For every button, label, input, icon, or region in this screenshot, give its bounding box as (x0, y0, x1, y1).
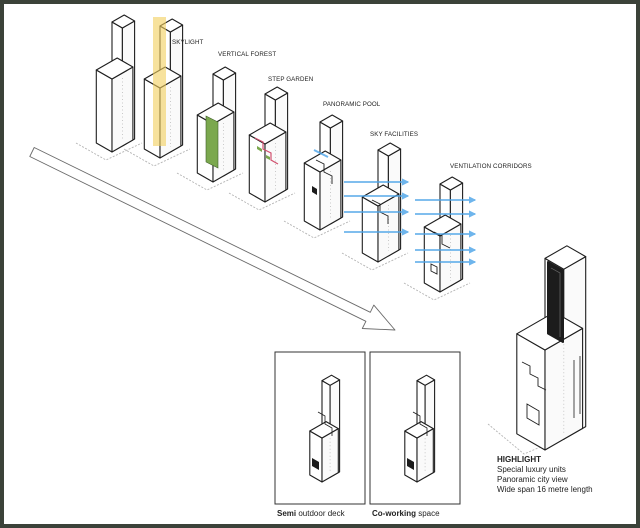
label-step-garden: STEP GARDEN (268, 76, 313, 83)
panel-caption-co-working-space: Co-working space (372, 509, 440, 519)
semi-outdoor-deck-marker (312, 458, 319, 470)
ground-shadow (403, 282, 471, 301)
arrow-outline (29, 147, 396, 331)
highlight-title: HIGHLIGHT (497, 455, 541, 464)
tower-base-upper-block-top-face (111, 14, 136, 29)
co-working-space-marker (407, 458, 414, 470)
tower-vertical-forest (196, 66, 237, 183)
tower-panoramic-pool-lower-block-top-face (303, 150, 342, 173)
highlight-tower-terraces (521, 361, 547, 391)
highlight-tower-lower-block-left-face (516, 333, 546, 451)
tower-skylight (143, 17, 184, 159)
highlight-tower-opening (526, 403, 540, 426)
caption-bold-word: Semi (277, 509, 297, 518)
highlight-item: Wide span 16 metre length (497, 485, 593, 494)
tower-sky-facilities-upper-block-top-face (377, 142, 402, 157)
ground-shadow (283, 220, 351, 239)
panel-tower-semi-outdoor-deck (309, 374, 341, 483)
ground-shadow (341, 252, 409, 271)
ground-shadow (228, 192, 296, 211)
caption-rest: outdoor deck (298, 509, 345, 518)
panel-tower-semi-outdoor-deck-upper-block-top-face (321, 374, 341, 386)
tower-base (95, 14, 136, 153)
step-garden-planting (266, 155, 270, 160)
tower-sky-facilities-lower-block-left-face (361, 196, 379, 263)
tower-panoramic-pool (303, 114, 344, 231)
panel-tower-cutout (412, 411, 428, 436)
panel-tower-co-working-space-upper-block-top-face (416, 374, 436, 386)
tower-ventilation-corridors-lower-block-top-face (423, 214, 462, 237)
ground-shadow (75, 142, 143, 161)
tower-vertical-forest-upper-block-top-face (212, 66, 237, 81)
pool-water (313, 149, 329, 158)
highlight-item: Panoramic city view (497, 475, 568, 484)
tower-base-lower-block-left-face (95, 69, 113, 153)
label-skylight: SKYLIGHT (172, 39, 204, 46)
panel-tower-co-working-space-lower-block-top-face (404, 421, 434, 439)
tower-sequence (95, 14, 477, 293)
panel-tower-semi-outdoor-deck-lower-block-left-face (309, 430, 323, 483)
highlight-tower-upper-block-top-face (544, 245, 587, 270)
step-garden-planting (257, 146, 262, 152)
tower-sky-facilities (344, 142, 410, 263)
tower-ventilation-corridors-lower-block-left-face (423, 226, 441, 293)
panel-caption-semi-outdoor-deck: Semi outdoor deck (277, 509, 345, 519)
label-panoramic-pool: PANORAMIC POOL (323, 101, 381, 108)
highlight-tower (516, 245, 587, 451)
step-garden-terraces (254, 137, 279, 165)
caption-rest: space (418, 509, 440, 518)
label-ventilation-corridors: VENTILATION CORRIDORS (450, 163, 532, 170)
panel-towers (309, 374, 436, 483)
caption-bold-word: Co-working (372, 509, 416, 518)
progression-arrow (29, 147, 396, 331)
ventilation-opening (430, 263, 438, 275)
ground-shadow (176, 172, 244, 191)
pool-terrace-cutout (315, 159, 333, 184)
label-vertical-forest: VERTICAL FOREST (218, 51, 276, 58)
pool-opening (312, 186, 317, 195)
tower-ventilation-corridors-upper-block-top-face (439, 176, 464, 191)
tower-panoramic-pool-lower-block-left-face (303, 162, 321, 231)
tower-step-garden (248, 86, 289, 203)
tower-ventilation-corridors (415, 176, 477, 293)
highlight-item: Special luxury units (497, 465, 566, 474)
tower-step-garden-lower-block-top-face (248, 122, 287, 145)
panel-tower-cutout (317, 411, 333, 436)
tower-base-lower-block-top-face (95, 57, 134, 80)
tower-step-garden-upper-block-top-face (264, 86, 289, 101)
skylight-strip (153, 17, 166, 146)
luxury-unit-glazing-edge (550, 267, 561, 337)
panel-tower-co-working-space-lower-block-left-face (404, 430, 418, 483)
panel-tower-co-working-space (404, 374, 436, 483)
tower-panoramic-pool-upper-block-top-face (319, 114, 344, 129)
stage-labels: SKYLIGHT VERTICAL FOREST STEP GARDEN PAN… (172, 39, 532, 170)
panel-tower-semi-outdoor-deck-lower-block-top-face (309, 421, 339, 439)
label-sky-facilities: SKY FACILITIES (370, 131, 418, 138)
ground-shadow (123, 148, 191, 167)
luxury-unit-glazing (547, 261, 564, 343)
vertical-forest-panel (205, 115, 219, 169)
highlight-block: HIGHLIGHT Special luxury units Panoramic… (497, 455, 593, 495)
